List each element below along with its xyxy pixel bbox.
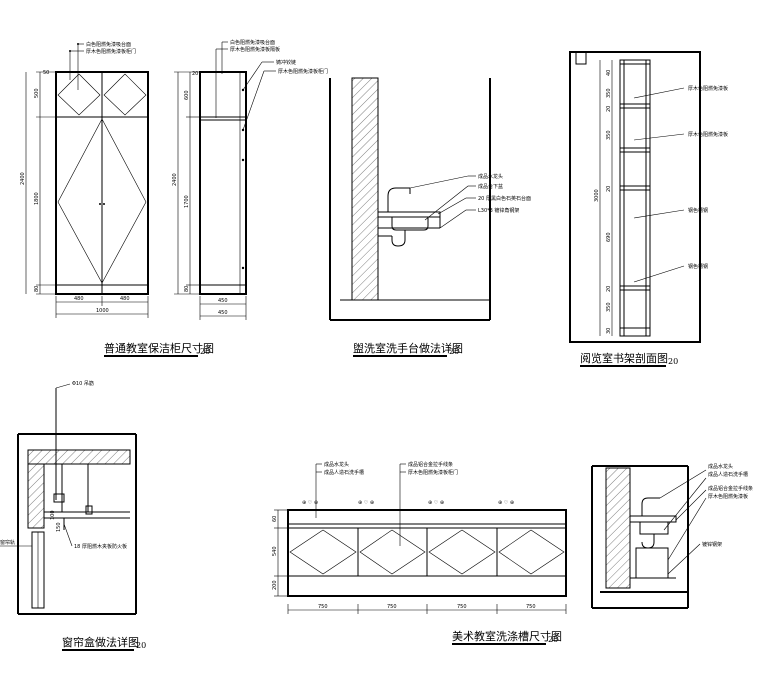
title-curtain-scale: 20 <box>136 641 146 650</box>
svg-text:⊕ ♡ ⊕: ⊕ ♡ ⊕ <box>358 500 374 506</box>
side-dim-450-a: 450 <box>218 298 228 304</box>
title-cabinet-scale: 20 <box>200 347 210 356</box>
side-dim-1700: 1700 <box>184 195 190 208</box>
cabinet-dim-500: 500 <box>34 88 40 98</box>
title-curtain: 窗帘盒做法详图 <box>62 635 139 649</box>
art-note-faucet: 成品水龙头 <box>324 461 349 468</box>
cabinet-note-door: 厚木色阻燃免漆板柜门 <box>86 48 136 55</box>
art-detail-board: 厚木色阻燃免漆板 <box>708 493 748 500</box>
side-note-top: 白色阻燃免漆吸台面 <box>230 39 275 46</box>
curtain-dim-150: 150 <box>56 522 62 532</box>
side-dim-80: 80 <box>184 286 190 292</box>
cabinet-dim-2400: 2400 <box>20 172 26 185</box>
art-dim-750-d: 750 <box>526 604 536 610</box>
art-dim-200: 200 <box>272 580 278 590</box>
bookshelf-section: 40 350 20 350 3000 20 690 20 350 30 厚木色阻… <box>569 51 728 343</box>
title-art-sink: 美术教室洗涤槽尺寸图 <box>452 629 562 643</box>
cabinet-note-top: 白色阻燃免漆吸台面 <box>86 41 131 48</box>
art-note-handle: 成品铝合金拉手线条 <box>408 461 453 468</box>
side-note-door: 厚木色阻燃免漆板柜门 <box>278 68 328 75</box>
art-note-door: 厚木色阻燃免漆板柜门 <box>408 469 458 476</box>
curtain-note-track: 窗帘轨 <box>0 539 15 546</box>
shelf-dim-7: 20 <box>606 286 612 292</box>
title-washbasin: 盥洗室洗手台做法详图 <box>353 341 463 355</box>
curtain-box-detail: Φ10 吊筋 窗帘轨 18 厚阻燃木夹板防火板 100 150 <box>0 380 137 615</box>
shelf-dim-5: 20 <box>606 186 612 192</box>
svg-text:⊕ ♡ ⊕: ⊕ ♡ ⊕ <box>428 500 444 506</box>
art-sink-section: 成品水龙头 成品人造石洗手槽 成品铝合金拉手线条 厚木色阻燃免漆板 镀锌钢架 <box>591 463 753 609</box>
art-dim-750-b: 750 <box>387 604 397 610</box>
title-art-sink-scale: 20 <box>548 635 558 644</box>
shelf-note-1: 厚木色阻燃免漆板 <box>688 131 728 138</box>
cabinet-dim-480-a: 480 <box>74 296 84 302</box>
cabinet-side-section: 20 600 2400 1700 80 450 450 白色阻燃免漆吸台面 厚木… <box>172 39 328 320</box>
cabinet-front-elevation: 50 500 2400 1800 80 480 480 1000 白色阻燃免漆吸… <box>20 41 149 318</box>
cabinet-dim-80: 80 <box>34 286 40 292</box>
cabinet-dim-1800: 1800 <box>34 192 40 205</box>
shelf-note-3: 钢色槽钢 <box>688 263 708 270</box>
curtain-dim-100: 100 <box>50 510 56 520</box>
side-dim-600: 600 <box>184 90 190 100</box>
svg-text:⊕ ♡ ⊕: ⊕ ♡ ⊕ <box>302 500 318 506</box>
side-note-shelf: 厚木色阻燃免漆板隔板 <box>230 46 280 53</box>
art-detail-handle: 成品铝合金拉手线条 <box>708 485 753 492</box>
art-detail-faucet: 成品水龙头 <box>708 463 733 470</box>
cabinet-dim-480-b: 480 <box>120 296 130 302</box>
faucet-icons: ⊕ ♡ ⊕ ⊕ ♡ ⊕ ⊕ ♡ ⊕ ⊕ ♡ ⊕ <box>302 500 514 506</box>
art-dim-750-a: 750 <box>318 604 328 610</box>
wash-note-faucet: 成品水龙头 <box>478 173 503 180</box>
art-detail-frame: 镀锌钢架 <box>702 541 722 548</box>
curtain-note-board: 18 厚阻燃木夹板防火板 <box>74 543 127 550</box>
shelf-dim-4: 3000 <box>594 189 600 202</box>
side-dim-2400: 2400 <box>172 173 178 186</box>
wash-note-top: 20 厚黑白色石英石台面 <box>478 195 531 202</box>
title-washbasin-scale: 20 <box>449 347 459 356</box>
shelf-dim-2: 20 <box>606 106 612 112</box>
wash-note-frame: L30*3 镀锌角钢架 <box>478 207 519 214</box>
curtain-note-rod: Φ10 吊筋 <box>72 380 94 387</box>
shelf-dim-1: 350 <box>606 88 612 98</box>
art-note-basin: 成品人造石洗手槽 <box>324 469 364 476</box>
art-sink-elevation: ⊕ ♡ ⊕ ⊕ ♡ ⊕ ⊕ ♡ ⊕ ⊕ ♡ ⊕ 60 540 200 750 7… <box>272 461 567 614</box>
title-bookshelf-scale: 20 <box>668 357 678 366</box>
wash-note-basin: 成品台下盆 <box>478 183 503 190</box>
shelf-dim-3: 350 <box>606 130 612 140</box>
art-detail-basin: 成品人造石洗手槽 <box>708 471 748 478</box>
cabinet-dim-50: 50 <box>43 70 49 76</box>
washbasin-detail: 成品水龙头 成品台下盆 20 厚黑白色石英石台面 L30*3 镀锌角钢架 <box>329 77 531 321</box>
shelf-dim-6: 690 <box>606 232 612 242</box>
side-dim-20: 20 <box>192 71 198 77</box>
side-dim-450-b: 450 <box>218 310 228 316</box>
cabinet-dim-1000: 1000 <box>96 308 109 314</box>
side-note-hinge: 铸冲铰链 <box>276 59 296 66</box>
art-dim-540: 540 <box>272 546 278 556</box>
title-cabinet: 普通教室保洁柜尺寸图 <box>104 341 214 355</box>
svg-text:⊕ ♡ ⊕: ⊕ ♡ ⊕ <box>498 500 514 506</box>
shelf-note-2: 钢色槽钢 <box>688 207 708 214</box>
title-bookshelf: 阅览室书架剖面图 <box>580 351 668 365</box>
art-dim-750-c: 750 <box>457 604 467 610</box>
art-dim-60: 60 <box>272 516 278 522</box>
shelf-dim-0: 40 <box>606 70 612 76</box>
shelf-dim-9: 30 <box>606 328 612 334</box>
shelf-dim-8: 350 <box>606 302 612 312</box>
shelf-note-0: 厚木色阻燃免漆板 <box>688 85 728 92</box>
